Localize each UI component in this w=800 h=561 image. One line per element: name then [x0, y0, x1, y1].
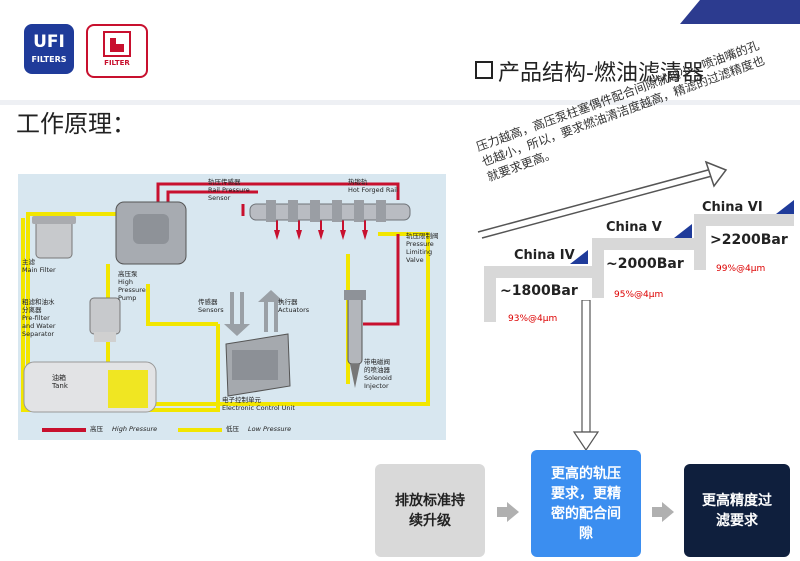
legend-high-en: High Pressure [112, 425, 158, 433]
flow-step-filtration-precision: 更高精度过 滤要求 [684, 464, 790, 557]
legend-high-cn: 高压 [90, 425, 103, 433]
label-hot-rail: 热锻轨 Hot Forged Rail [348, 178, 398, 194]
flow-step-emission-standard: 排放标准持 续升级 [375, 464, 485, 557]
fuel-system-schematic [21, 182, 430, 413]
header-accent-stripe [680, 0, 800, 24]
stage-marker-icon [570, 250, 588, 264]
sofima-logo: FILTER [86, 24, 148, 78]
sofima-logo-subtext: FILTER [104, 59, 130, 67]
stage-bar-china-v-post [592, 238, 604, 298]
arrow-right-icon [652, 502, 674, 522]
stage-name-china-vi: China VI [702, 200, 763, 215]
sofima-emblem-icon [103, 31, 131, 57]
title-bullet-icon [475, 61, 493, 79]
flow-step-2-text: 更高的轨压 要求，更精 密的配合间 隙 [551, 465, 621, 542]
stage-bar-china-iv [484, 266, 596, 278]
stage-name-china-v: China V [606, 220, 662, 235]
ufi-logo: UFI FILTERS [24, 24, 74, 74]
stage-bar-china-vi [694, 214, 794, 226]
flow-step-rail-pressure: 更高的轨压 要求，更精 密的配合间 隙 [531, 450, 641, 557]
label-tank: 油箱 Tank [52, 374, 68, 390]
page-title: 产品结构-燃油滤清器 [498, 61, 704, 86]
flow-step-1-text: 排放标准持 续升级 [395, 492, 465, 529]
trend-arrow-icon [477, 160, 728, 239]
label-sensors: 传感器 Sensors [198, 298, 224, 314]
arrow-right-icon [497, 502, 519, 522]
label-injector: 带电磁阀 的喷油器 Solenoid Injector [364, 358, 392, 390]
label-pre-filter: 粗滤和油水 分离器 Pre-filter and Water Separator [22, 298, 56, 338]
section-subtitle: 工作原理： [16, 110, 136, 138]
ufi-logo-text: UFI [33, 32, 65, 52]
ufi-logo-subtext: FILTERS [31, 55, 67, 64]
legend-low-en: Low Pressure [248, 425, 292, 433]
legend-low-cn: 低压 [226, 425, 239, 433]
stage-marker-icon [674, 224, 692, 238]
label-hp-pump: 高压泵 High Pressure Pump [118, 270, 146, 302]
stage-pressure-china-iv: ~1800Bar [500, 283, 578, 299]
stage-bar-china-v [592, 238, 698, 250]
label-limiting-valve: 轨压限制阀 Pressure Limiting Valve [406, 232, 439, 264]
label-rail-sensor: 轨压传感器 Rail Pressure Sensor [208, 178, 250, 202]
stage-bar-china-vi-post [694, 214, 706, 270]
stage-pressure-china-v: ~2000Bar [606, 256, 684, 272]
stage-pressure-china-vi: >2200Bar [710, 232, 788, 248]
label-main-filter: 主滤 Main Filter [22, 258, 56, 274]
stage-efficiency-china-v: 95%@4μm [614, 290, 664, 300]
flow-step-3-text: 更高精度过 滤要求 [702, 492, 772, 529]
stage-name-china-iv: China IV [514, 248, 575, 263]
down-arrow-icon [572, 300, 600, 452]
label-actuators: 执行器 Actuators [278, 298, 310, 314]
stage-marker-icon [776, 200, 794, 214]
header-divider [0, 100, 800, 105]
fuel-system-diagram: 轨压传感器 Rail Pressure Sensor 热锻轨 Hot Forge… [18, 174, 446, 440]
label-ecu: 电子控制单元 Electronic Control Unit [222, 396, 295, 412]
legend-high-swatch [42, 428, 86, 432]
stage-efficiency-china-iv: 93%@4μm [508, 314, 558, 324]
stage-efficiency-china-vi: 99%@4μm [716, 264, 766, 274]
legend-low-swatch [178, 428, 222, 432]
stage-bar-china-iv-post [484, 266, 496, 322]
